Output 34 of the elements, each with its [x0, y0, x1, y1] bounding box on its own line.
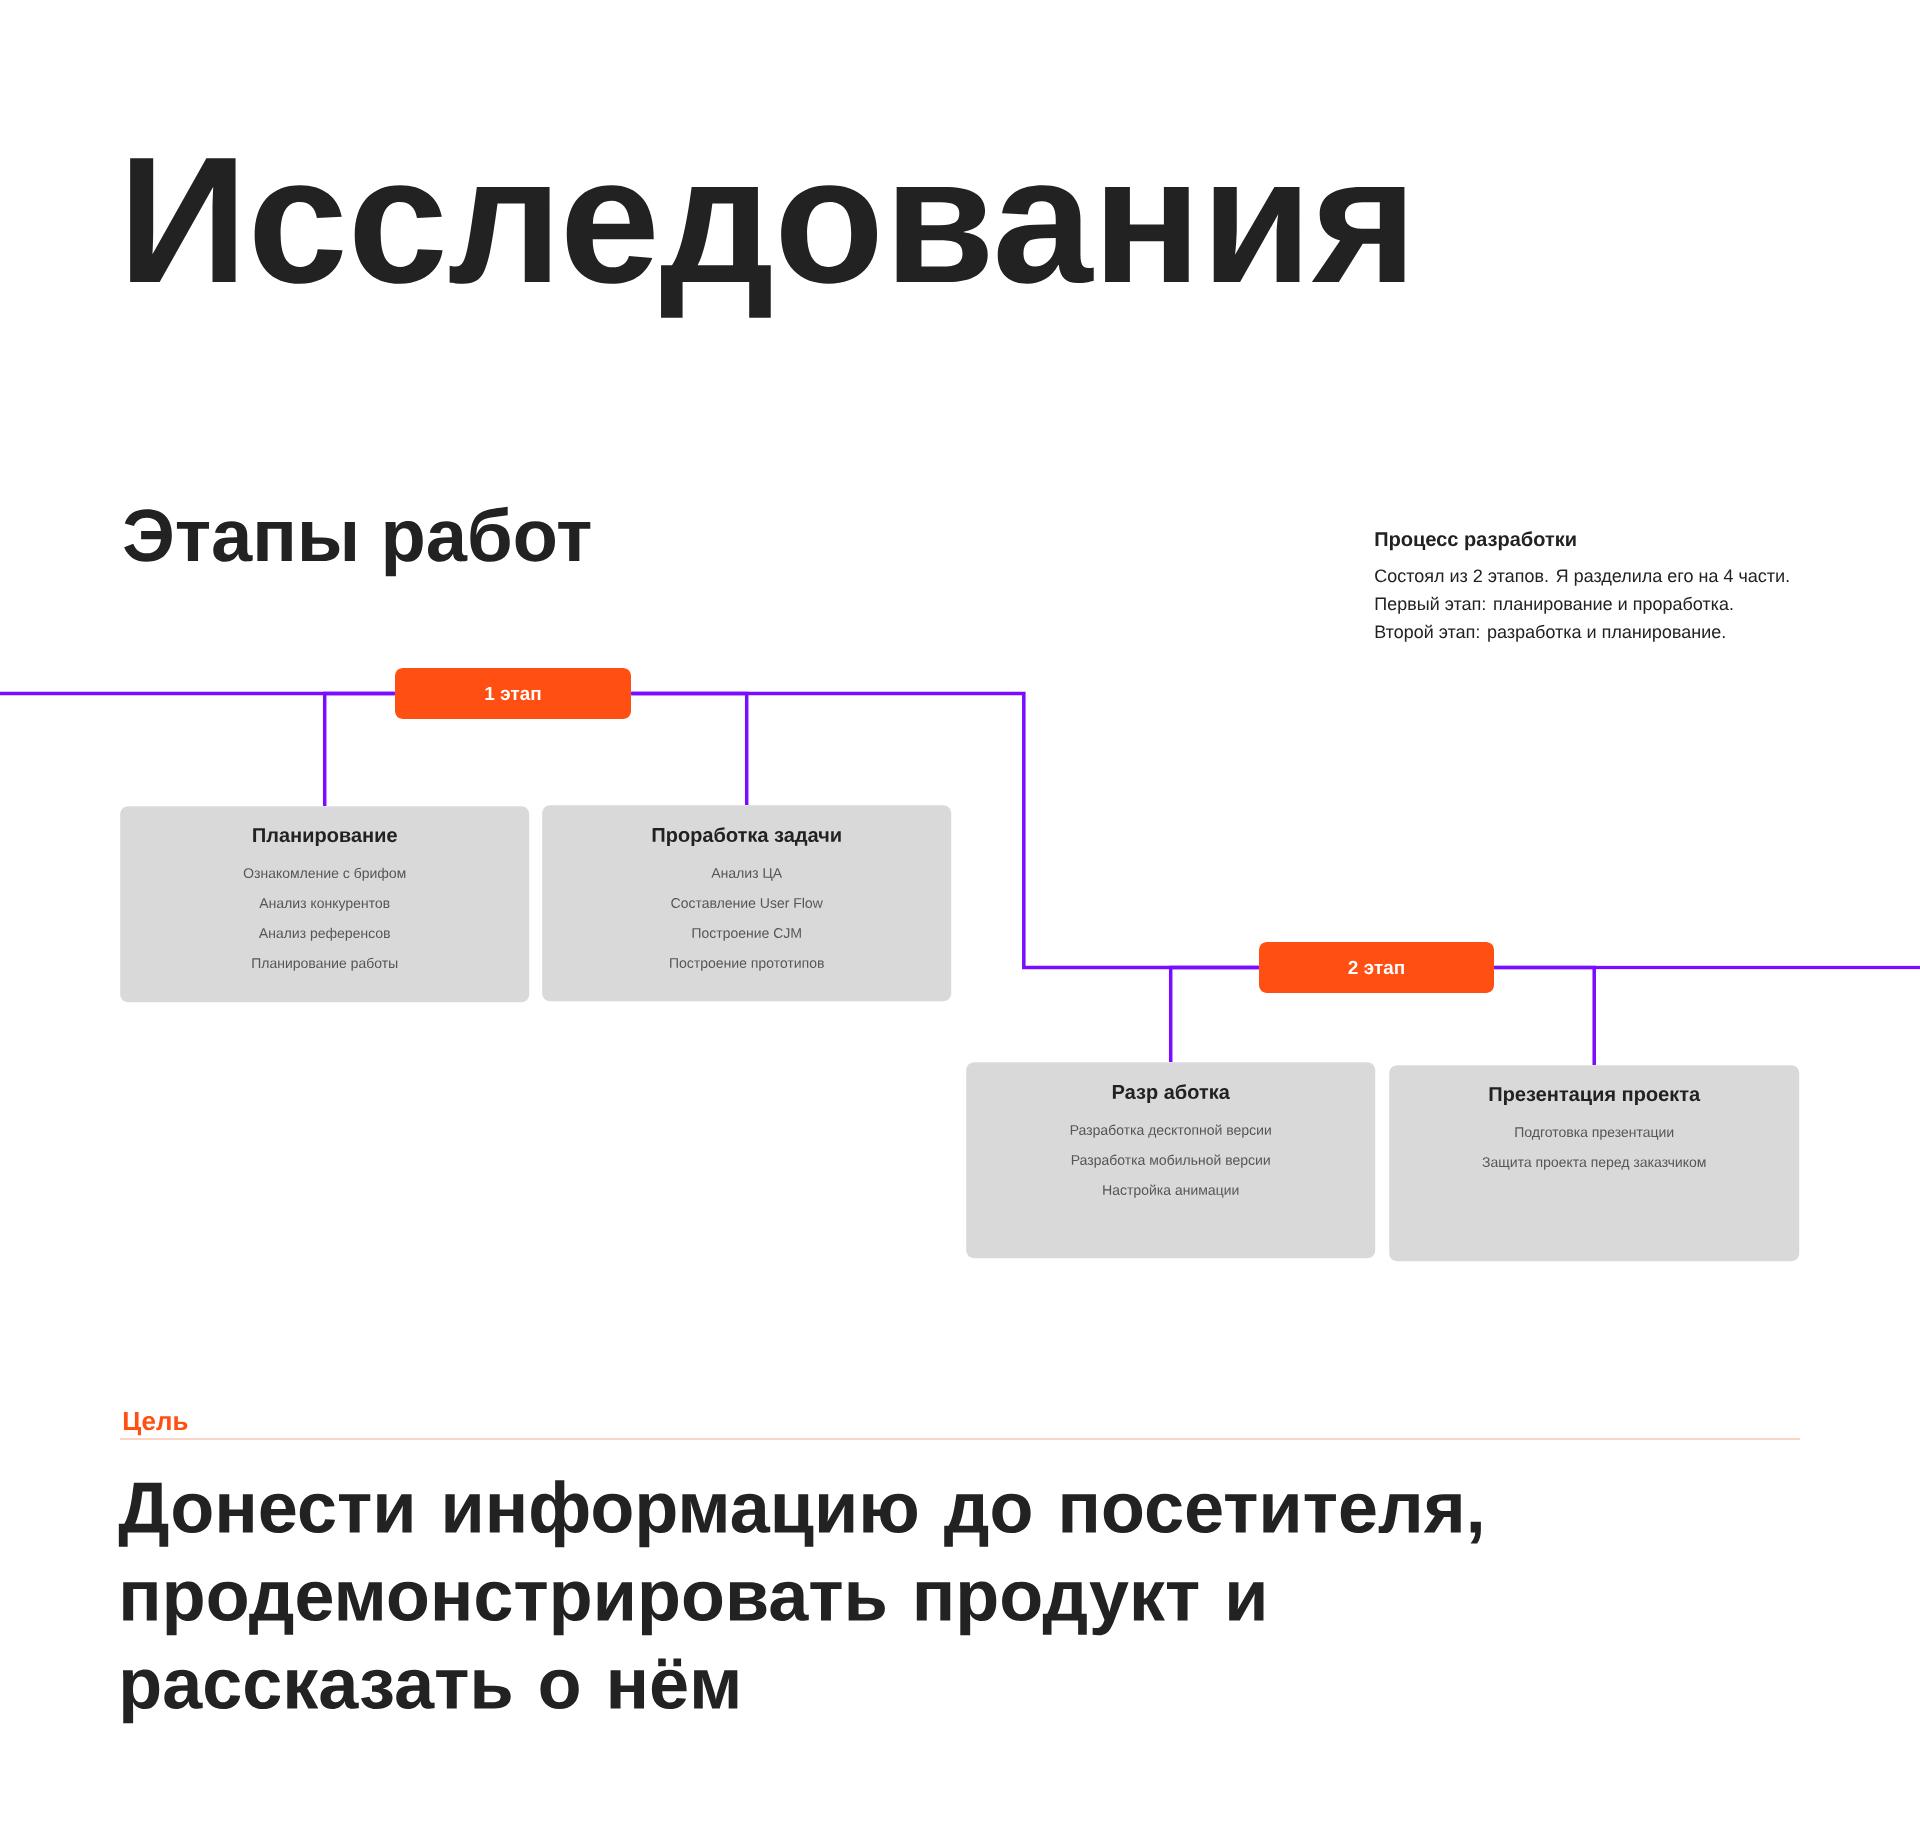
stage-card: [542, 805, 952, 1002]
connector-line: [1494, 965, 1920, 970]
stage-badge: 2 этап: [1259, 942, 1494, 993]
note-text: Второй этап: разработка и планирование.: [1375, 624, 1725, 642]
goal-text: Донести информацию до посетителя, продемонстрировать продукт и рассказать о нём: [118, 1480, 1481, 1724]
task-item: Анализ референсов: [258, 927, 390, 941]
task-item: Построение CJM: [692, 928, 801, 941]
task-item: Планирование работы: [252, 957, 398, 971]
section-label: Цель: [123, 1412, 188, 1436]
box-heading: Проработка задачи: [652, 827, 841, 847]
box-heading: Презентация проекта: [1489, 1087, 1701, 1106]
stage-card: [120, 806, 530, 1003]
task-item: Анализ конкурентов: [259, 898, 390, 911]
box-heading: Разр аботка: [1112, 1084, 1230, 1104]
task-item: Построение прототипов: [670, 958, 824, 971]
task-item: Анализ ЦА: [711, 868, 783, 881]
section-heading: Этапы работ: [124, 506, 591, 577]
note-text: Первый этап: планирование и проработка.: [1375, 596, 1733, 614]
task-item: Подготовка презентации: [1515, 1127, 1674, 1140]
stage-card: [1389, 1065, 1800, 1262]
page-title: Исследования: [130, 158, 1405, 318]
task-item: Разработка мобильной версии: [1071, 1154, 1270, 1168]
connector-line: [322, 691, 395, 806]
note-heading: Процесс разработки: [1375, 531, 1576, 551]
note-text: Состоял из 2 этапов. Я разделила его на 4 части.: [1375, 569, 1789, 586]
connector-line: [1168, 965, 1259, 1062]
task-item: Защита проекта перед заказчиком: [1482, 1157, 1706, 1170]
task-item: Настройка анимации: [1103, 1184, 1239, 1198]
box-heading: Планирование: [253, 828, 397, 847]
stage-badge: 1 этап: [395, 668, 631, 719]
task-item: Ознакомление с брифом: [243, 867, 406, 881]
stage-card: [966, 1062, 1376, 1259]
task-item: Разработка десктопной версии: [1070, 1124, 1271, 1138]
task-item: Составление User Flow: [671, 897, 823, 908]
